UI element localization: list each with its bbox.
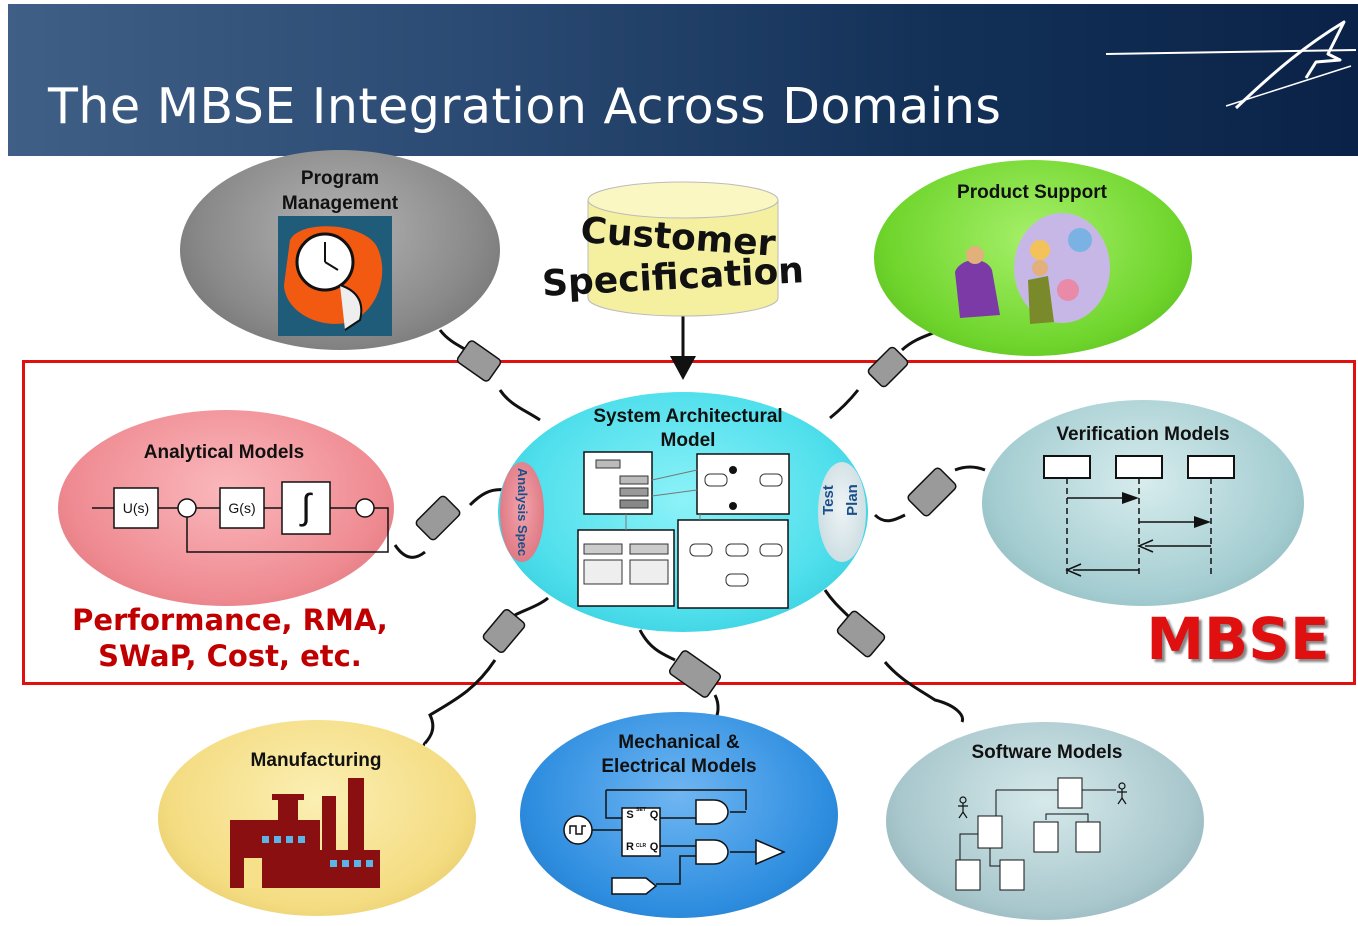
- manufacturing-label: Manufacturing: [250, 750, 382, 771]
- integrator-label: ∫: [301, 486, 311, 527]
- latch-s-label: S: [626, 809, 634, 821]
- star-logo-icon: [1106, 20, 1356, 110]
- mechanical-electrical-line2: Electrical Models: [601, 756, 757, 777]
- analytical-models-label: Analytical Models: [143, 442, 305, 463]
- page-title: The MBSE Integration Across Domains: [48, 78, 1002, 135]
- latch-r-label: R: [626, 841, 634, 853]
- center-title-line1: System Architectural: [593, 406, 783, 427]
- center-title-line2: Model: [660, 430, 716, 451]
- block-u-label: U(s): [122, 500, 150, 516]
- header-banner: The MBSE Integration Across Domains: [8, 4, 1358, 156]
- program-management-line2: Management: [281, 193, 399, 214]
- latch-clr-label: CLR: [635, 843, 647, 849]
- latch-set-label: SET: [636, 807, 646, 813]
- latch-q2-label: Q: [649, 841, 659, 853]
- software-models-node: [886, 722, 1204, 920]
- performance-line1: Performance, RMA,: [72, 603, 388, 637]
- software-models-label: Software Models: [971, 742, 1123, 763]
- verification-models-node: [982, 400, 1304, 606]
- analysis-spec-tab: [500, 462, 544, 562]
- test-plan-tab: [818, 462, 866, 562]
- mbse-label: MBSE: [1146, 605, 1330, 673]
- verification-models-label: Verification Models: [1056, 424, 1230, 445]
- block-g-label: G(s): [228, 500, 256, 516]
- latch-q1-label: Q: [649, 809, 659, 821]
- program-management-line1: Program: [300, 168, 380, 189]
- mechanical-electrical-line1: Mechanical &: [618, 732, 740, 753]
- performance-line2: SWaP, Cost, etc.: [98, 639, 362, 673]
- product-support-label: Product Support: [957, 182, 1107, 203]
